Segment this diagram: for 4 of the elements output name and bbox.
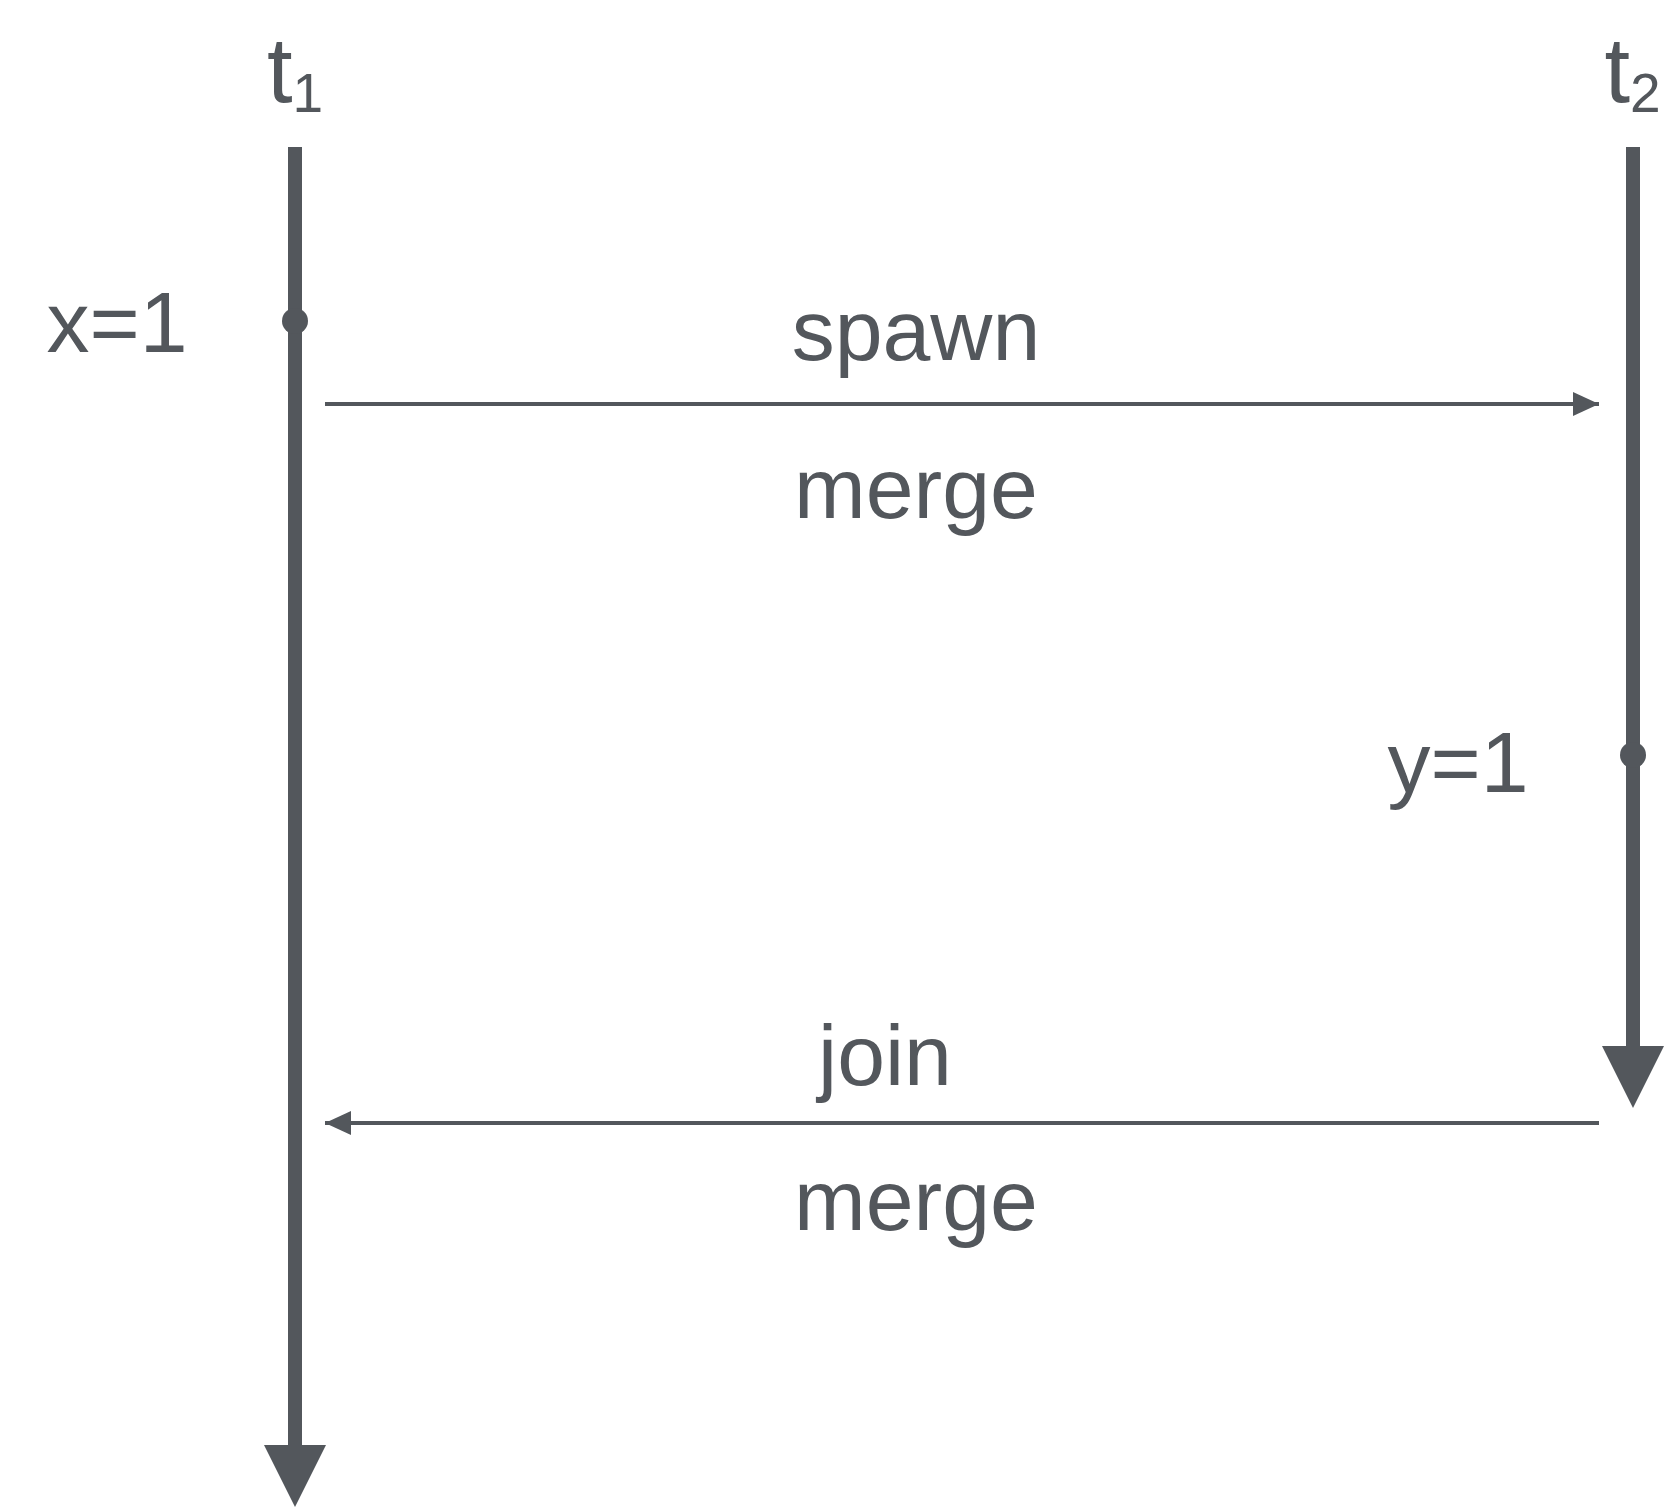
thread-label: t$_{1}$ xyxy=(265,20,325,126)
thread-label: t$_{2}$ xyxy=(1603,20,1662,126)
arrow xyxy=(325,392,1599,416)
arrow xyxy=(325,1111,1599,1135)
